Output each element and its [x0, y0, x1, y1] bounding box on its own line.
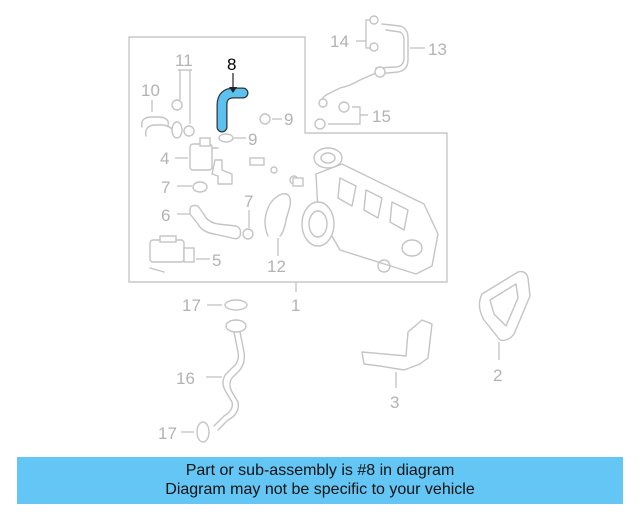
callout-17a[interactable]: 17: [182, 296, 201, 315]
info-banner: Part or sub-assembly is #8 in diagram Di…: [17, 457, 623, 504]
part-15-washers[interactable]: [314, 101, 350, 130]
callout-15[interactable]: 15: [372, 107, 391, 126]
part-13-oil-line[interactable]: [318, 15, 409, 108]
part-17-gaskets[interactable]: [196, 299, 248, 443]
callout-7a[interactable]: 7: [161, 178, 170, 197]
banner-line-1: Part or sub-assembly is #8 in diagram: [185, 462, 455, 479]
banner-line-2: Diagram may not be specific to your vehi…: [165, 481, 475, 498]
fittings-middle: [249, 157, 304, 187]
callout-16[interactable]: 16: [176, 369, 195, 388]
callout-4[interactable]: 4: [160, 149, 169, 168]
callout-10[interactable]: 10: [141, 81, 160, 100]
part-10-hose[interactable]: [141, 116, 183, 139]
callout-14[interactable]: 14: [330, 32, 349, 51]
callout-9b[interactable]: 9: [248, 130, 257, 149]
part-11-clamps[interactable]: [171, 99, 195, 137]
callout-2[interactable]: 2: [493, 366, 502, 385]
part-12-pipe[interactable]: [264, 193, 292, 237]
part-8-hose[interactable]: [216, 87, 249, 133]
bracket-small: [211, 159, 233, 185]
callout-3[interactable]: 3: [390, 393, 399, 412]
leader-15: [328, 106, 368, 125]
parts-diagram: 8 11 10 9 9 4 7 7 6: [128, 15, 531, 443]
part-5-solenoid[interactable]: [149, 235, 195, 273]
part-7-clamps[interactable]: [192, 181, 254, 240]
callout-7b[interactable]: 7: [244, 192, 253, 211]
callout-5[interactable]: 5: [212, 251, 221, 270]
part-2-gasket-inner: [489, 283, 519, 327]
callout-1[interactable]: 1: [291, 296, 300, 315]
leader-11: [178, 69, 192, 124]
callout-8[interactable]: 8: [227, 55, 236, 74]
assembly-frame: [128, 36, 448, 283]
leader-14: [356, 19, 370, 49]
turbocharger-manifold[interactable]: [301, 147, 439, 275]
callout-13[interactable]: 13: [428, 40, 447, 59]
callout-9a[interactable]: 9: [284, 110, 293, 129]
part-2-gasket[interactable]: [478, 270, 531, 342]
part-3-bracket[interactable]: [361, 319, 433, 371]
part-4-valve[interactable]: [189, 137, 219, 171]
arrow-8: [229, 87, 237, 93]
part-9-fittings[interactable]: [218, 113, 271, 143]
part-16-pipe[interactable]: [213, 319, 247, 431]
callout-12[interactable]: 12: [267, 257, 286, 276]
part-6-hose[interactable]: [189, 204, 242, 240]
callout-11[interactable]: 11: [175, 51, 193, 70]
callout-6[interactable]: 6: [161, 206, 170, 225]
callout-17b[interactable]: 17: [158, 424, 177, 443]
